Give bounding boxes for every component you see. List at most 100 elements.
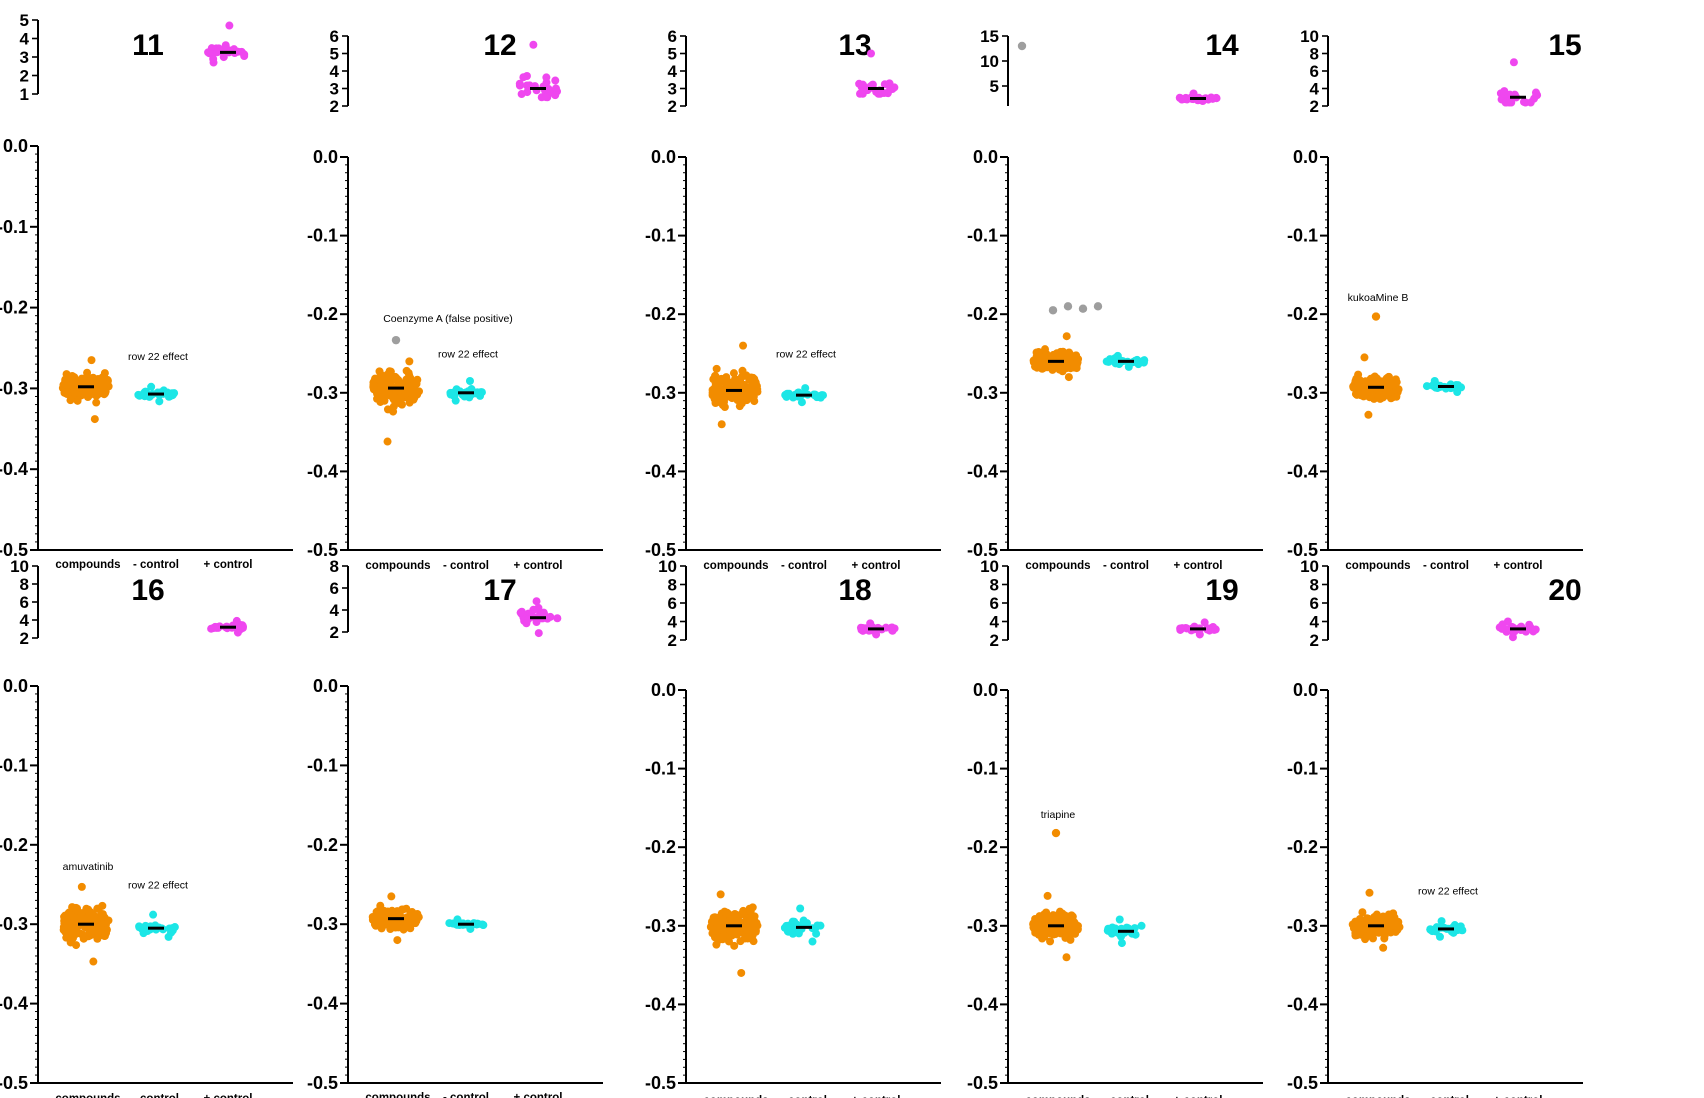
chart-panel-19: 191086420.0-0.1-0.2-0.3-0.4-0.5compounds…	[967, 557, 1263, 1098]
upper-tick-label: 2	[668, 97, 677, 116]
lower-tick-label: -0.2	[967, 837, 998, 857]
data-point-pos-control	[1531, 88, 1540, 97]
data-point-compounds	[1384, 910, 1393, 919]
data-point-pos-control	[219, 53, 228, 62]
data-point-compounds	[395, 399, 404, 408]
data-point-pos-control	[532, 597, 541, 606]
data-point-compounds	[409, 912, 418, 921]
data-point-pos-control	[523, 88, 532, 97]
data-point-pos-control	[522, 81, 531, 90]
chart-panel-15: 151086420.0-0.1-0.2-0.3-0.4-0.5compounds…	[1287, 27, 1583, 572]
data-point-compounds	[729, 369, 738, 378]
category-label: compounds	[703, 1095, 768, 1098]
data-point-pos-control	[221, 41, 230, 50]
data-point-compounds	[390, 373, 399, 382]
lower-tick-label: -0.1	[0, 217, 28, 237]
upper-tick-label: 4	[990, 613, 1000, 632]
data-point-neg-control	[170, 923, 179, 932]
upper-tick-label: 5	[330, 45, 339, 64]
upper-tick-label: 4	[668, 62, 678, 81]
panel-title: 14	[1205, 29, 1239, 62]
annotation-label: triapine	[1041, 809, 1076, 821]
data-point-compounds	[1380, 931, 1389, 940]
data-point-neg-control	[1452, 380, 1461, 389]
data-point-neg-control	[811, 390, 820, 399]
category-label: - control	[1423, 560, 1469, 572]
lower-tick-label: -0.3	[1287, 383, 1318, 403]
category-label: compounds	[1345, 1095, 1410, 1098]
data-point-compounds	[1043, 891, 1052, 900]
data-point-compounds	[1384, 375, 1393, 384]
upper-tick-label: 4	[20, 611, 30, 630]
data-point-compounds	[372, 387, 381, 396]
data-point-compounds	[386, 391, 395, 400]
data-point-compounds	[1045, 914, 1054, 923]
data-point-compounds	[1359, 383, 1368, 392]
data-point-compounds	[383, 437, 392, 446]
lower-tick-label: 0.0	[1293, 680, 1318, 700]
data-point-pos-control	[1203, 624, 1212, 633]
category-label: compounds	[365, 1092, 430, 1098]
lower-tick-label: 0.0	[973, 680, 998, 700]
data-point-compounds	[748, 931, 757, 940]
upper-tick-label: 6	[330, 27, 339, 46]
lower-tick-label: -0.5	[307, 540, 338, 560]
data-point-neg-control	[465, 393, 474, 402]
data-point-pos-control	[209, 54, 218, 63]
lower-tick-label: -0.3	[967, 383, 998, 403]
lower-tick-label: -0.2	[0, 298, 28, 318]
data-point-pos-control	[541, 93, 550, 102]
data-point-compounds	[104, 916, 113, 925]
data-point-compounds	[87, 356, 96, 365]
lower-tick-label: 0.0	[651, 680, 676, 700]
data-point-neg-control	[1428, 927, 1437, 936]
lower-tick-label: -0.2	[645, 837, 676, 857]
data-point-pos-control	[1208, 94, 1217, 103]
category-label: - control	[133, 559, 179, 571]
data-point-compounds	[408, 394, 417, 403]
panel-title: 16	[131, 574, 164, 607]
data-point-neg-control	[1437, 917, 1446, 926]
upper-tick-label: 4	[668, 613, 678, 632]
upper-tick-label: 1	[20, 85, 29, 104]
category-label: + control	[514, 560, 563, 572]
upper-tick-label: 10	[1300, 557, 1319, 576]
lower-tick-label: -0.4	[307, 461, 338, 481]
upper-tick-label: 6	[20, 593, 29, 612]
data-point-compounds	[1390, 921, 1399, 930]
data-point-compounds	[738, 910, 747, 919]
lower-tick-label: -0.3	[645, 916, 676, 936]
data-point-pos-control	[551, 76, 560, 85]
data-point-compounds	[717, 420, 726, 429]
data-point-compounds	[403, 375, 412, 384]
panel-title: 12	[483, 29, 516, 62]
data-point-compounds	[712, 364, 721, 373]
chart-panel-20: 201086420.0-0.1-0.2-0.3-0.4-0.5compounds…	[1287, 557, 1583, 1098]
lower-tick-label: -0.2	[645, 304, 676, 324]
lower-tick-label: -0.3	[307, 383, 338, 403]
upper-tick-label: 4	[330, 62, 340, 81]
data-point-pos-control	[207, 624, 216, 633]
data-point-neg-control	[1110, 354, 1119, 363]
data-point-compounds	[60, 916, 69, 925]
annotation-label: row 22 effect	[128, 351, 188, 363]
data-point-compounds	[738, 366, 747, 375]
upper-tick-label: 5	[668, 45, 677, 64]
data-point-pos-control	[1498, 620, 1507, 629]
data-point-compounds	[748, 917, 757, 926]
panel-title: 13	[838, 29, 871, 62]
panel-title: 15	[1548, 29, 1581, 62]
lower-tick-label: -0.2	[1287, 304, 1318, 324]
data-point-compounds	[387, 892, 396, 901]
lower-tick-label: -0.5	[967, 1073, 998, 1093]
data-point-compounds	[62, 370, 71, 379]
outlier-point	[1371, 312, 1381, 321]
upper-tick-label: 10	[980, 557, 999, 576]
lower-tick-label: 0.0	[973, 147, 998, 167]
data-point-compounds	[72, 941, 81, 950]
data-point-pos-control	[1178, 95, 1187, 104]
data-point-pos-control	[866, 49, 875, 58]
lower-tick-label: -0.5	[307, 1073, 338, 1093]
category-label: + control	[514, 1092, 563, 1098]
lower-tick-label: -0.5	[0, 1073, 28, 1093]
